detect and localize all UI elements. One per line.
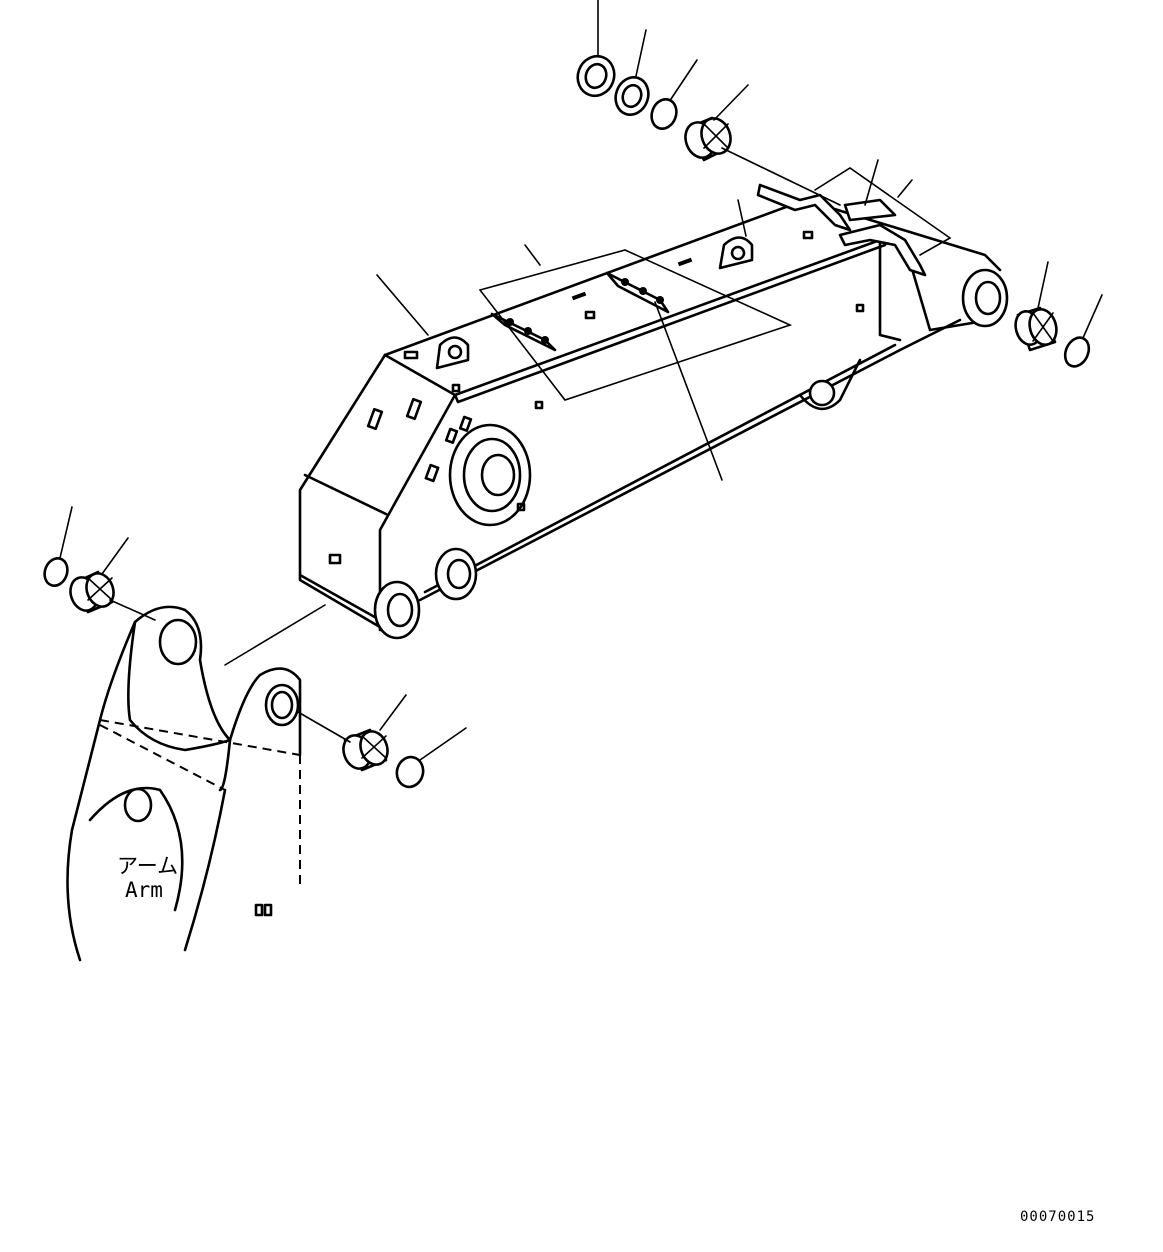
boom-front-face	[298, 353, 387, 632]
rear-bracket-group-box	[814, 167, 952, 256]
boom-rear-boss	[961, 268, 1009, 328]
top-pin-axis-line	[721, 147, 841, 206]
shim-ring-2	[614, 76, 650, 116]
o-ring-front-left	[43, 557, 69, 587]
hose-clamp-rear	[756, 183, 852, 232]
callout-leaders	[59, 0, 1103, 761]
rear-pin-parts	[1014, 306, 1091, 368]
o-ring-rear	[1063, 336, 1091, 368]
boom-top-edge	[383, 198, 1002, 357]
clamp-bracket-1	[490, 312, 557, 352]
drawing-number: 00070015	[1020, 1209, 1095, 1225]
top-pin-parts	[576, 54, 841, 206]
front-pin-parts	[43, 557, 425, 789]
arm-outline-top	[133, 605, 302, 757]
arm-phantom: アーム Arm	[66, 605, 302, 962]
boom-foot-boss-lower	[373, 580, 421, 640]
boom-center-boss	[448, 423, 532, 527]
bracket-group-box	[478, 249, 793, 401]
o-ring-top	[650, 98, 678, 130]
arm-label-jp: アーム	[117, 854, 178, 878]
hose-clamp-rear-2	[838, 223, 927, 277]
arm-label-en: Arm	[125, 878, 163, 902]
shim-ring-1	[576, 54, 616, 98]
arm-lower-boss	[123, 787, 153, 823]
o-ring-front-right	[395, 755, 425, 789]
lifting-lug-rear	[718, 236, 754, 270]
clamp-bracket-2	[605, 271, 670, 314]
lifting-lug-front	[435, 336, 470, 370]
boom-assembly	[298, 167, 1009, 640]
arm-pin-boss-left	[158, 618, 198, 666]
boom-bottom-edge	[418, 318, 962, 602]
arm-to-boom-axis-line	[224, 604, 326, 666]
